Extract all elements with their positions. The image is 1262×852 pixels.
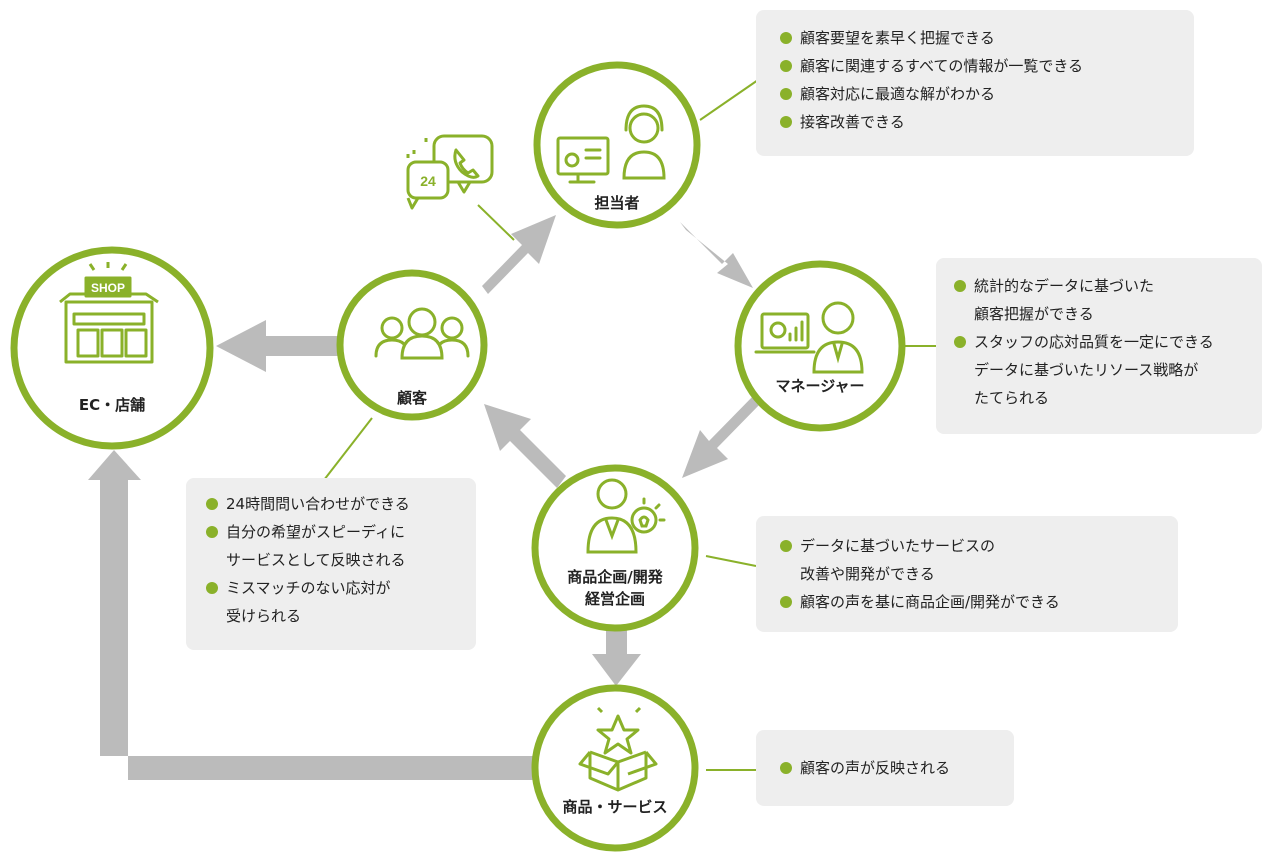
people-group-icon [374,307,470,360]
label-manager: マネージャー [775,377,865,395]
chat-24h-phone-icon [406,134,494,210]
label-customer: 顧客 [396,389,427,407]
arrow-agent-to-manager [680,222,753,288]
idea-person-icon [586,478,666,554]
label-planning-line1: 商品企画/開発 [567,568,663,586]
shop-icon [59,262,159,364]
circle-agent [533,61,701,229]
callout-agent: 顧客要望を素早く把握できる 顧客に関連するすべての情報が一覧できる 顧客対応に最… [756,10,1194,156]
callout-item: 自分の希望がスピーディに サービスとして反映される [204,518,466,574]
callout-item: 顧客要望を素早く把握できる [778,24,1178,52]
arrow-customer-to-store [216,320,338,372]
bullet-dot [954,280,966,292]
connector-lines [323,79,936,771]
flow-arrows [88,215,764,780]
bullet-dot [206,498,218,510]
arrow-planning-to-customer [484,404,566,488]
callout-item: 接客改善できる [778,108,1178,136]
arrow-manager-to-planning [682,393,764,478]
gift-box-star-icon [578,706,658,792]
arrow-planning-to-product [592,616,641,686]
bullet-dot [780,60,792,72]
callout-item: 統計的なデータに基づいた 顧客把握ができる [952,272,1252,328]
callout-item: 24時間問い合わせができる [204,490,466,518]
callout-item: ミスマッチのない応対が 受けられる [204,574,466,630]
callout-item: データに基づいたサービスの 改善や開発ができる [778,532,1168,588]
bullet-dot [780,116,792,128]
support-agent-icon [556,104,666,184]
callout-manager: 統計的なデータに基づいた 顧客把握ができる スタッフの応対品質を一定にできる デ… [936,258,1262,434]
bullet-dot [954,336,966,348]
bullet-dot [780,540,792,552]
label-agent: 担当者 [594,194,640,212]
callout-item: 顧客対応に最適な解がわかる [778,80,1178,108]
callout-product: 顧客の声が反映される [756,730,1014,806]
shop-sign-text: SHOP [91,281,125,295]
callout-item: 顧客に関連するすべての情報が一覧できる [778,52,1178,80]
label-planning-line2: 経営企画 [584,590,645,608]
callout-customer: 24時間問い合わせができる 自分の希望がスピーディに サービスとして反映される … [186,478,476,650]
arrow-customer-to-agent [482,215,556,294]
chat-24-text: 24 [420,173,436,189]
circle-manager [734,260,906,432]
callout-planning: データに基づいたサービスの 改善や開発ができる 顧客の声を基に商品企画/開発がで… [756,516,1178,632]
label-product: 商品・サービス [562,798,668,816]
bullet-dot [780,88,792,100]
bullet-dot [780,596,792,608]
bullet-dot [206,582,218,594]
callout-item: 顧客の声が反映される [778,754,1004,782]
manager-analytics-icon [754,301,864,374]
circle-product [531,684,699,852]
bullet-dot [206,526,218,538]
label-ec-store: EC・店舗 [78,396,146,414]
bullet-dot [780,32,792,44]
callout-item: スタッフの応対品質を一定にできる データに基づいたリソース戦略が たてられる [952,328,1252,412]
bullet-dot [780,762,792,774]
callout-item: 顧客の声を基に商品企画/開発ができる [778,588,1168,616]
